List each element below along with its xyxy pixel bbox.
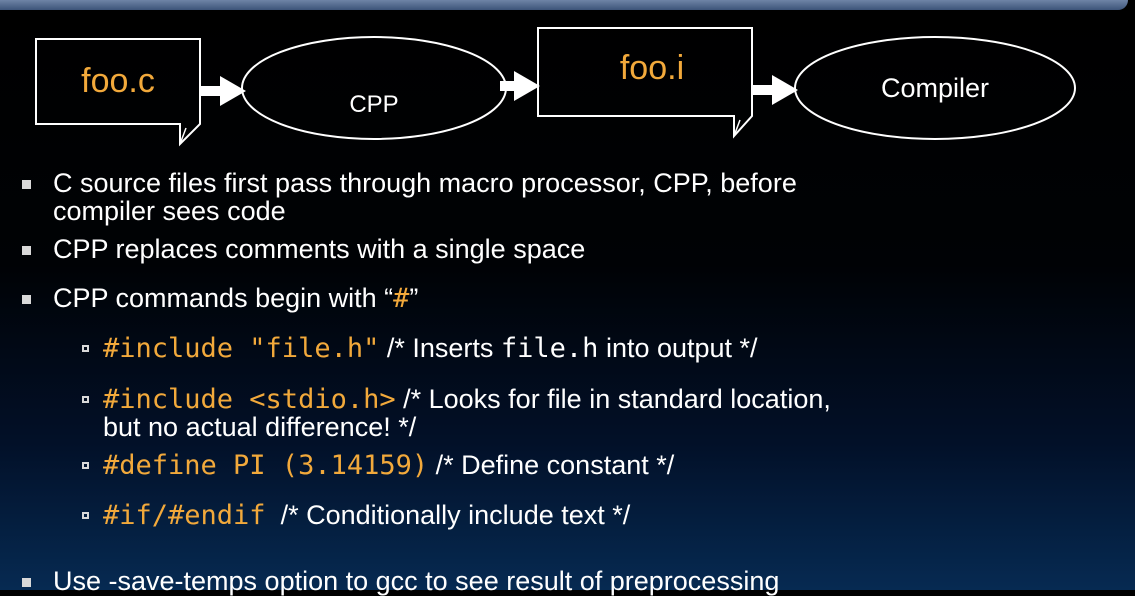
bullet-4-partial: Use -save-temps option to gcc to see res… xyxy=(53,566,780,596)
sub-bullet-include-file: #include "file.h" /* Inserts file.h into… xyxy=(103,333,758,364)
include-file-comment-a: /* Inserts xyxy=(379,333,501,363)
cpp-ellipse xyxy=(241,36,507,140)
bullet-marker xyxy=(22,180,31,189)
define-comment: /* Define constant */ xyxy=(428,450,675,480)
if-endif-code: #if/#endif xyxy=(103,500,266,531)
sub-bullet-define: #define PI (3.14159) /* Define constant … xyxy=(103,450,674,481)
define-code: #define PI (3.14159) xyxy=(103,450,429,481)
include-file-comment-b: into output */ xyxy=(598,333,758,363)
bullet-marker xyxy=(22,295,31,304)
cpp-label: CPP xyxy=(349,91,398,118)
bullet-3: CPP commands begin with “#” xyxy=(53,283,418,314)
include-file-filename: file.h xyxy=(500,333,599,364)
if-endif-comment: /* Conditionally include text */ xyxy=(265,500,631,530)
preprocessing-diagram: foo.c CPP foo.i Compiler xyxy=(35,27,1076,147)
sub-bullet-include-stdio-line-2: but no actual difference! */ xyxy=(103,412,417,442)
sub-bullet-marker xyxy=(82,462,89,469)
bullet-3-text-post: ” xyxy=(409,283,419,313)
arrow-2-shaft xyxy=(500,81,518,91)
bullet-3-hash: # xyxy=(393,283,410,314)
arrow-1-shaft xyxy=(200,86,222,96)
include-file-code: #include "file.h" xyxy=(103,333,380,364)
arrow-1-head xyxy=(220,76,246,106)
sub-bullet-marker xyxy=(82,512,89,519)
include-stdio-code: #include <stdio.h> xyxy=(103,384,396,415)
include-stdio-comment: /* Looks for file in standard location, xyxy=(395,384,831,414)
bullet-1-line-2: compiler sees code xyxy=(53,196,286,226)
foo-i-dogear xyxy=(733,119,741,137)
bullet-3-text-pre: CPP commands begin with “ xyxy=(53,283,394,313)
bullet-marker xyxy=(22,246,31,255)
foo-i-label: foo.i xyxy=(620,49,684,87)
bullet-1-line-1: C source files first pass through macro … xyxy=(53,168,797,198)
compiler-label: Compiler xyxy=(881,73,989,103)
foo-c-dogear xyxy=(179,127,187,145)
bullet-marker xyxy=(22,578,31,587)
foo-c-label: foo.c xyxy=(81,62,155,100)
arrow-3-shaft xyxy=(752,85,774,95)
compiler-ellipse xyxy=(794,36,1076,140)
arrow-3-head xyxy=(772,75,798,105)
sub-bullet-include-stdio: #include <stdio.h> /* Looks for file in … xyxy=(103,384,831,415)
title-bar-strip xyxy=(0,0,1128,10)
sub-bullet-marker xyxy=(82,396,89,403)
sub-bullet-if-endif: #if/#endif /* Conditionally include text… xyxy=(103,500,630,531)
arrow-2-head xyxy=(514,71,540,101)
bullet-2: CPP replaces comments with a single spac… xyxy=(53,234,586,264)
sub-bullet-marker xyxy=(82,345,89,352)
